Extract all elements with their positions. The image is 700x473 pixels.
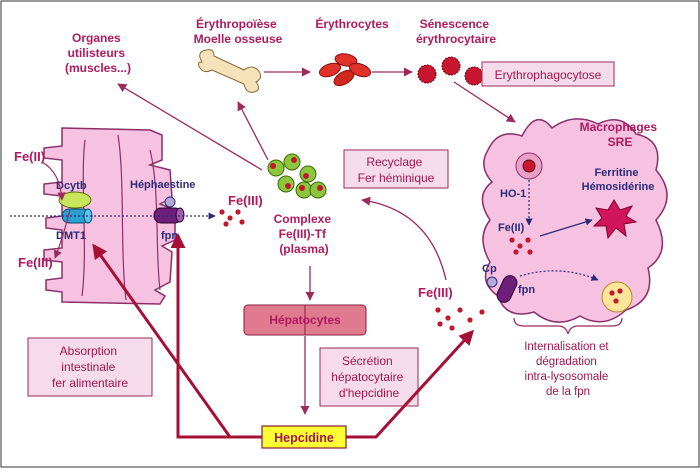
recyclage-label: Recyclage Fer héminique [358,155,435,185]
dcytb-label: Dcytb [56,180,87,192]
internalisation-brace [513,317,623,335]
ferritine-label: Ferritine Hémosidérine [582,167,655,193]
absorption-box [27,337,153,397]
arrow-recycling [361,196,447,281]
complexe-label: Complexe Fe(III)-Tf (plasma) [274,212,335,256]
senescent-cells-icon [417,56,484,86]
fe2-left-label: Fe(II) [14,149,45,164]
ferritine-arrow [539,218,593,237]
fe3-macro-label: Fe(III) [418,285,453,300]
erythropoiese-label: Érythropoïèse Moelle osseuse [194,16,283,46]
organes-label: Organes utilisteurs (muscles...) [65,31,131,75]
hepatocytes-label: Hépatocytes [269,313,341,327]
fpn-macro-label: fpn [518,284,535,296]
dcytb-protein [58,191,92,209]
hephaestine-protein [164,196,176,208]
hepcidine-arrows [92,233,475,439]
fpn-macro-transporter [496,275,518,303]
fe3-arrow [53,209,71,259]
hepcidine-label: Hepcidine [274,431,334,445]
ho1-label: HO-1 [500,188,526,200]
internalisation-label: Internalisation et dégradation intra-lys… [524,341,612,398]
engulfed-rbc-icon [515,152,543,180]
erythrophagocytose-box [481,61,615,87]
dmt1-label: DMT1 [56,230,86,242]
fe2-arrow [41,161,66,201]
exported-iron-dots [435,307,485,331]
lysosome-icon [601,281,633,313]
cp-label: Cp [482,263,497,275]
absorption-label: Absorption intestinale fer alimentaire [52,344,128,390]
ferritine-icon [592,199,638,240]
macro-fe2-dots [509,237,533,255]
macrophages-label: Macrophages SRE [580,120,661,149]
bone-icon [197,49,262,93]
erythrocytes-icon [318,53,372,87]
arrow-complex-to-organs [117,83,263,171]
plasma-iron-dots [219,209,245,227]
arrow-senescence-to-macrophage [453,81,516,123]
recyclage-box [343,149,449,189]
hepatocytes-box [243,304,367,336]
arrow-complex-to-marrow [237,101,269,161]
fpn-left-label: fpn [161,230,178,242]
fe3-left-label: Fe(III) [18,255,53,270]
erythrocytes-label: Érythrocytes [315,16,389,31]
fe3-plasma-label: Fe(III) [228,193,263,208]
fpn-internalisation-arrow [519,270,599,281]
erythrophagocytose-label: Erythrophagocytose [495,68,602,82]
hepcidine-box [261,425,347,449]
hephaestine-label: Héphaestine [130,179,195,191]
transferrin-complex [267,153,327,199]
fe2-macro-label: Fe(II) [498,222,525,234]
secretion-box [319,347,419,407]
cp-protein [486,276,498,288]
senescence-label: Sénescence érythrocytaire [416,17,496,46]
secretion-label: Sécrétion hépatocytaire d'hepcidine [331,354,406,400]
